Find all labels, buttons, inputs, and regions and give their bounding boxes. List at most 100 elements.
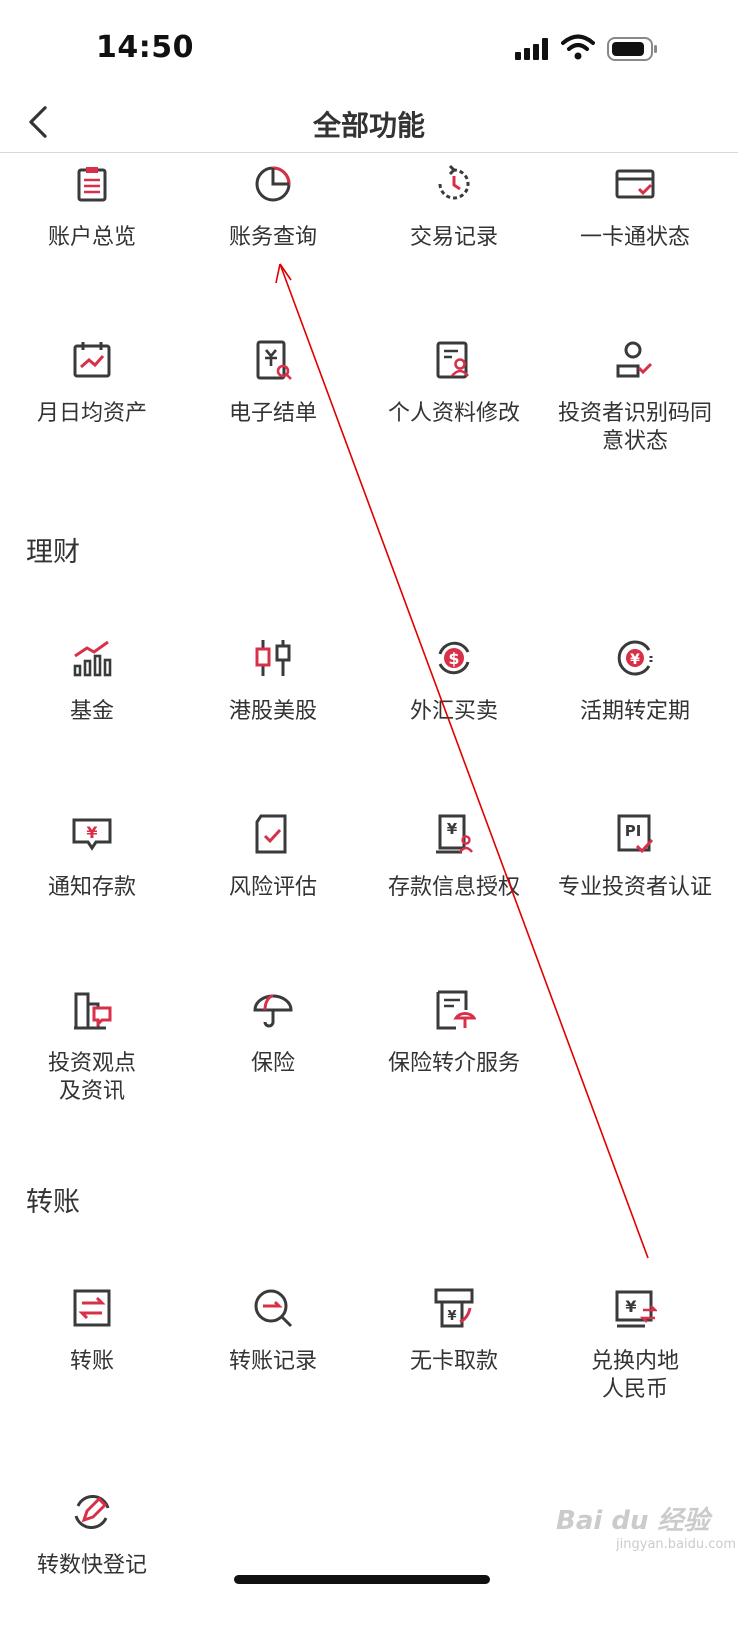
- user-check-icon: [613, 338, 657, 382]
- atm-yen-icon: ¥: [432, 1286, 476, 1330]
- status-time: 14:50: [96, 30, 194, 65]
- function-item[interactable]: 保险转介服务: [362, 988, 546, 1128]
- svg-text:PI: PI: [625, 822, 642, 840]
- document-check-icon: [251, 812, 295, 856]
- candlestick-icon: [251, 636, 295, 680]
- function-item[interactable]: 账务查询: [181, 162, 365, 302]
- function-item-label: 投资观点 及资讯: [47, 1051, 136, 1104]
- function-item[interactable]: ¥ 通知存款: [0, 812, 184, 952]
- grid-row: 转数快登记: [0, 1490, 738, 1630]
- svg-text:¥: ¥: [447, 820, 458, 838]
- function-item[interactable]: 投资者识别码同 意状态: [543, 338, 727, 478]
- yen-message-icon: ¥: [70, 812, 114, 856]
- section-title: 理财: [26, 537, 80, 568]
- function-item-label: 账户总览: [47, 225, 136, 250]
- function-item[interactable]: ¥ 无卡取款: [362, 1286, 546, 1426]
- watermark-text: Bai du 经验: [556, 1506, 710, 1536]
- function-item-label: 无卡取款: [409, 1349, 498, 1374]
- function-item-label: 兑换内地 人民币: [590, 1349, 679, 1402]
- grid-row: ¥ 通知存款 风险评估 ¥ 存款信息授权 PI 专业投资者认证: [0, 812, 738, 952]
- function-item-label: 存款信息授权: [387, 875, 520, 900]
- function-item[interactable]: 月日均资产: [0, 338, 184, 478]
- yen-user-icon: ¥: [432, 812, 476, 856]
- cellular-signal-icon: [515, 38, 551, 60]
- function-item-label: 基金: [69, 699, 114, 724]
- function-item[interactable]: 一卡通状态: [543, 162, 727, 302]
- function-item[interactable]: 交易记录: [362, 162, 546, 302]
- function-item[interactable]: 港股美股: [181, 636, 365, 776]
- function-item[interactable]: ¥ 存款信息授权: [362, 812, 546, 952]
- pie-chart-icon: [251, 162, 295, 206]
- building-chat-icon: [70, 988, 114, 1032]
- wifi-icon: [561, 33, 595, 61]
- function-item[interactable]: 个人资料修改: [362, 338, 546, 478]
- function-item-label: 活期转定期: [579, 699, 690, 724]
- svg-text:¥: ¥: [625, 1297, 636, 1316]
- function-item-label: 港股美股: [228, 699, 317, 724]
- grid-row: 投资观点 及资讯保险保险转介服务: [0, 988, 738, 1128]
- function-item-label: 保险转介服务: [387, 1051, 520, 1076]
- edit-refresh-icon: [70, 1490, 114, 1534]
- function-item[interactable]: 投资观点 及资讯: [0, 988, 184, 1128]
- yen-clock-icon: ¥: [613, 636, 657, 680]
- function-item-label: 通知存款: [47, 875, 136, 900]
- transfer-icon: [70, 1286, 114, 1330]
- function-item-label: 转账: [69, 1349, 114, 1374]
- function-item-label: 个人资料修改: [387, 401, 520, 426]
- function-item-label: 一卡通状态: [579, 225, 690, 250]
- function-item[interactable]: 基金: [0, 636, 184, 776]
- bar-trend-icon: [70, 636, 114, 680]
- function-item-label: 专业投资者认证: [557, 875, 712, 900]
- function-item-label: 电子结单: [228, 401, 317, 426]
- nav-bar: 全部功能: [0, 96, 738, 153]
- clock-history-icon: [432, 162, 476, 206]
- function-item-label: 月日均资产: [36, 401, 147, 426]
- svg-text:¥: ¥: [86, 823, 97, 842]
- function-item[interactable]: 转数快登记: [0, 1490, 184, 1630]
- grid-row: 账户总览 账务查询 交易记录 一卡通状态: [0, 162, 738, 302]
- section-title: 转账: [26, 1187, 80, 1218]
- calendar-chart-icon: [70, 338, 114, 382]
- yen-exchange-icon: ¥: [613, 1286, 657, 1330]
- function-item-label: 交易记录: [409, 225, 498, 250]
- function-item-label: 投资者识别码同 意状态: [557, 401, 712, 454]
- function-item-label: 外汇买卖: [409, 699, 498, 724]
- chevron-left-icon: [29, 106, 47, 138]
- grid-row: 月日均资产 电子结单 个人资料修改 投资者识别码同 意状态: [0, 338, 738, 478]
- home-indicator: [234, 1575, 490, 1584]
- function-item-label: 账务查询: [228, 225, 317, 250]
- function-item[interactable]: PI 专业投资者认证: [543, 812, 727, 952]
- function-item[interactable]: ¥ 兑换内地 人民币: [543, 1286, 727, 1426]
- function-item-label: 转数快登记: [36, 1553, 147, 1578]
- watermark-subtext: jingyan.baidu.com: [616, 1537, 736, 1552]
- function-item[interactable]: ¥ 活期转定期: [543, 636, 727, 776]
- svg-text:¥: ¥: [447, 1309, 456, 1324]
- umbrella-icon: [251, 988, 295, 1032]
- yen-document-search-icon: [251, 338, 295, 382]
- function-item[interactable]: 转账记录: [181, 1286, 365, 1426]
- baidu-watermark: Bai du 经验 jingyan.baidu.com: [556, 1500, 736, 1560]
- search-transfer-icon: [251, 1286, 295, 1330]
- svg-text:¥: ¥: [630, 652, 640, 668]
- function-item[interactable]: $ 外汇买卖: [362, 636, 546, 776]
- function-item-label: 转账记录: [228, 1349, 317, 1374]
- back-button[interactable]: [18, 96, 58, 148]
- dollar-exchange-icon: $: [432, 636, 476, 680]
- document-umbrella-icon: [432, 988, 476, 1032]
- grid-row: 转账 转账记录 ¥ 无卡取款 ¥ 兑换内地 人民币: [0, 1286, 738, 1426]
- profile-document-icon: [432, 338, 476, 382]
- function-item[interactable]: 风险评估: [181, 812, 365, 952]
- function-item[interactable]: 账户总览: [0, 162, 184, 302]
- pi-check-icon: PI: [613, 812, 657, 856]
- card-check-icon: [613, 162, 657, 206]
- function-item[interactable]: 转账: [0, 1286, 184, 1426]
- status-bar: 14:50: [0, 0, 738, 96]
- function-item[interactable]: 电子结单: [181, 338, 365, 478]
- svg-text:$: $: [448, 649, 459, 668]
- clipboard-list-icon: [70, 162, 114, 206]
- battery-icon: [607, 36, 659, 62]
- grid-row: 基金 港股美股 $ 外汇买卖 ¥ 活期转定期: [0, 636, 738, 776]
- function-item-label: 风险评估: [228, 875, 317, 900]
- function-item[interactable]: 保险: [181, 988, 365, 1128]
- page-title: 全部功能: [312, 109, 425, 142]
